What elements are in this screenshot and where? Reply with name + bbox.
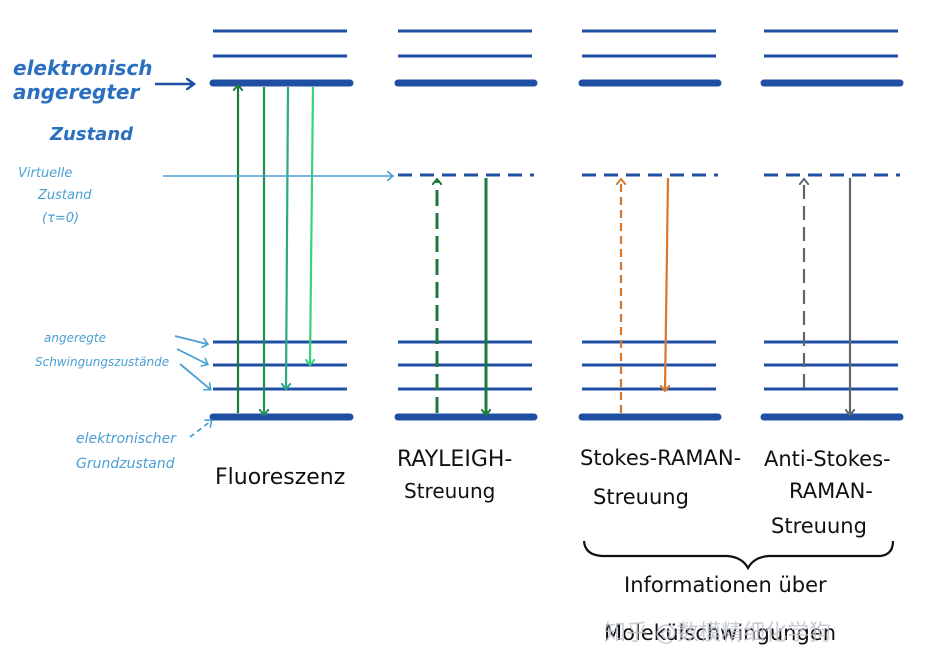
ground-label-line2: Grundzustand <box>76 456 175 472</box>
brace-caption: Informationen über Molekülschwingungen <box>604 573 836 645</box>
title-fluorescence: Fluoreszenz <box>215 465 345 490</box>
vib-pointer-arrow-2 <box>176 348 207 364</box>
vib-label-line1: angeregte <box>44 331 106 345</box>
title-rayleigh-line2: Streuung <box>404 479 495 503</box>
panel-fluorescence-levels <box>209 29 354 421</box>
virtual-label-line2: Zustand <box>37 188 92 203</box>
ground-state-label: elektronischer Grundzustand <box>76 431 177 472</box>
anti-stokes-transitions <box>804 178 850 414</box>
vibrational-states-label: angeregte Schwingungszustände <box>35 331 169 369</box>
title-rayleigh-line1: RAYLEIGH- <box>397 447 512 472</box>
virtual-label-line1: Virtuelle <box>18 166 72 181</box>
vib-label-line2: Schwingungszustände <box>35 355 169 369</box>
emission-arrow-2 <box>286 86 288 388</box>
emission-arrow-3 <box>310 86 313 364</box>
title-stokes-line2: Streuung <box>593 485 689 509</box>
curly-brace <box>582 540 895 571</box>
scatter-arrow <box>665 177 668 390</box>
fluorescence-transitions <box>238 86 313 414</box>
excited-label-line2: angeregter <box>13 80 140 104</box>
rayleigh-transitions <box>437 178 486 414</box>
panel-stokes-levels <box>578 29 722 421</box>
annotation-pointers <box>155 84 392 438</box>
ground-label-line1: elektronischer <box>76 431 177 447</box>
excited-label-line1: elektronisch <box>13 56 153 80</box>
brace-caption-line1: Informationen über <box>624 573 827 597</box>
panel-anti-stokes-levels <box>760 29 904 421</box>
title-antistokes-line2: RAMAN- <box>789 479 873 503</box>
excited-state-label: elektronisch angeregter Zustand <box>13 56 153 145</box>
vib-pointer-arrow-3 <box>179 363 210 389</box>
title-antistokes-line3: Streuung <box>771 514 867 538</box>
panel-titles: Fluoreszenz RAYLEIGH- Streuung Stokes-RA… <box>215 446 891 538</box>
panel-rayleigh-levels <box>394 29 538 421</box>
virtual-label-line3: (τ=0) <box>42 211 79 226</box>
title-antistokes-line1: Anti-Stokes- <box>764 447 891 471</box>
watermark: 知乎 @数模精细化学狗 <box>604 621 831 646</box>
virtual-state-label: Virtuelle Zustand (τ=0) <box>18 166 92 226</box>
title-stokes-line1: Stokes-RAMAN- <box>580 446 741 470</box>
stokes-transitions <box>621 178 668 413</box>
ground-pointer-arrow <box>189 421 211 438</box>
brace-caption-line2: Molekülschwingungen <box>604 621 836 645</box>
vib-pointer-arrow-1 <box>174 335 207 344</box>
excited-label-line3: Zustand <box>49 124 134 145</box>
